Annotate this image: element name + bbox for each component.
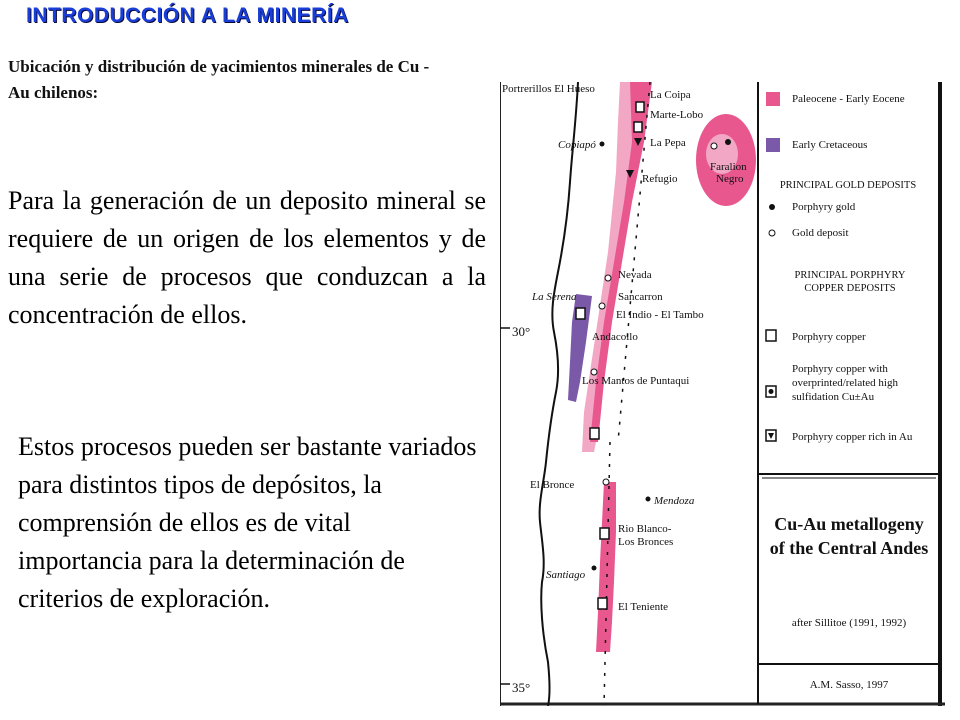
place-label: Santiago [546,569,586,581]
paleocene-belt-core [590,82,652,442]
rich-au-symbol [626,170,634,178]
gold-deposit-symbol [590,368,598,376]
legend-label: Gold deposit [792,227,849,239]
place-label: Negro [716,173,744,185]
paragraph-origin: Para la generación de un deposito minera… [8,186,486,329]
legend-label: Porphyry copper [792,331,866,343]
place-label: Marte-Lobo [650,109,704,121]
paleocene-swatch [766,92,780,106]
slide-title: INTRODUCCIÓN A LA MINERÍA [26,4,349,27]
place-label: Mendoza [653,495,695,507]
porphyry-gold-symbol [725,139,731,145]
gold-deposit-symbol [602,478,610,486]
place-label: Sancarron [618,291,663,303]
coastline [538,82,579,706]
place-label: El Bronce [530,479,574,491]
map-caption-title: Cu-Au metallogeny [774,514,924,534]
place-label: La Pepa [650,137,686,149]
gold-deposit-symbol [604,274,612,282]
metallogeny-map: 30° 35° Portrerillos El Hueso La Coipa M… [500,82,945,706]
place-label: Nevada [618,269,652,281]
place-label: El Indio - El Tambo [616,309,704,321]
gold-deposit-symbol [710,142,718,150]
place-label: Faralion [710,161,747,173]
porphyry-copper-symbol [633,121,643,133]
legend-header: PRINCIPAL PORPHYRY [795,270,906,281]
cretaceous-belt [568,294,592,402]
southern-belt [596,482,616,652]
porphyry-copper-symbol [635,101,645,113]
legend-label: Early Cretaceous [792,139,867,151]
map-caption-author: A.M. Sasso, 1997 [810,679,889,691]
gold-deposit-symbol [768,229,776,237]
lat-35-label: 35° [512,680,530,695]
city-dot [645,496,651,502]
legend-label: overprinted/related high [792,377,898,389]
gold-deposit-symbol [598,302,606,310]
place-label: El Teniente [618,601,668,613]
place-label: Los Mantos de Puntaqui [582,375,689,387]
map-caption-source: after Sillitoe (1991, 1992) [792,617,907,629]
porphyry-copper-symbol [589,427,600,440]
legend-header: COPPER DEPOSITS [804,283,895,294]
place-label: Portrerillos El Hueso [502,83,595,95]
porphyry-copper-symbol [599,527,610,540]
city-dot [591,565,597,571]
legend-label: Paleocene - Early Eocene [792,93,905,105]
place-label: La Serena [531,291,577,303]
porphyry-copper-symbol [575,307,586,320]
slide-subtitle: Ubicación y distribución de yacimientos … [8,57,430,102]
lat-30-label: 30° [512,324,530,339]
porphyry-copper-symbol [597,597,608,610]
place-label: Copiapó [558,139,596,151]
place-label: Refugio [642,173,678,185]
porphyry-copper-symbol [765,329,777,342]
place-label: La Coipa [650,89,691,101]
porphyry-gold-symbol [769,204,775,210]
place-label: Rio Blanco- [618,523,672,535]
place-label: Los Bronces [618,536,673,548]
paragraph-processes: Estos procesos pueden ser bastante varia… [18,432,477,613]
place-label: Andacollo [592,331,638,343]
legend-header: PRINCIPAL GOLD DEPOSITS [780,180,916,191]
cretaceous-swatch [766,138,780,152]
legend-label: sulfidation Cu±Au [792,391,875,403]
rich-au-symbol [634,138,642,146]
city-dot [599,141,605,147]
legend-label: Porphyry gold [792,201,856,213]
legend-label: Porphyry copper rich in Au [792,431,913,443]
map-caption-title: of the Central Andes [770,538,929,558]
legend-label: Porphyry copper with [792,363,888,375]
